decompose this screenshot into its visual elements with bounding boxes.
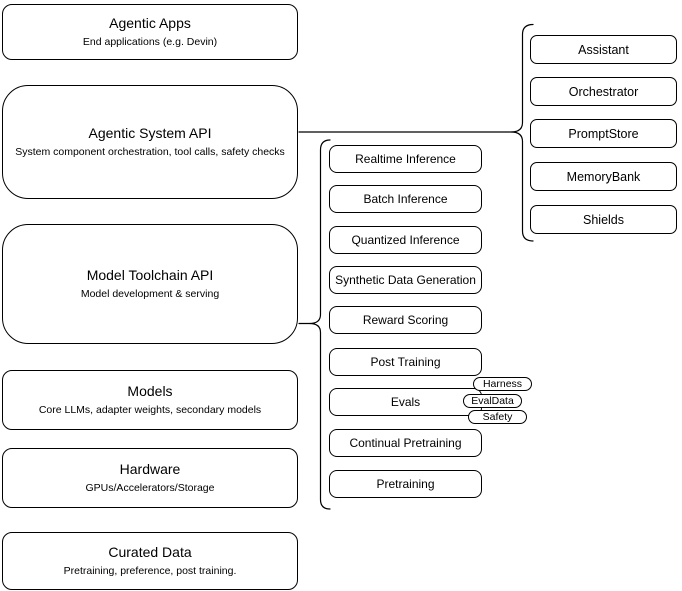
box-title: Agentic System API — [88, 125, 212, 142]
box-label: Continual Pretraining — [349, 436, 462, 450]
box-title: Agentic Apps — [109, 15, 191, 32]
box-label: Reward Scoring — [362, 313, 449, 327]
box-title: Hardware — [119, 461, 181, 478]
box-label: Post Training — [370, 355, 441, 369]
box-hardware: Hardware GPUs/Accelerators/Storage — [2, 448, 298, 508]
system-api-curly-bracket — [510, 23, 534, 242]
box-post-training: Post Training — [329, 348, 482, 376]
box-subtitle: System component orchestration, tool cal… — [15, 146, 285, 159]
box-title: Model Toolchain API — [86, 267, 214, 284]
box-title: Models — [127, 383, 173, 400]
box-continual-pretraining: Continual Pretraining — [329, 429, 482, 457]
box-label: Assistant — [578, 42, 629, 57]
box-label: Realtime Inference — [355, 152, 456, 166]
pill-safety: Safety — [468, 410, 527, 424]
box-promptstore: PromptStore — [530, 119, 677, 148]
box-title: Curated Data — [108, 544, 192, 561]
box-assistant: Assistant — [530, 35, 677, 64]
box-subtitle: GPUs/Accelerators/Storage — [85, 482, 215, 495]
box-label: Shields — [583, 212, 624, 227]
pill-evaldata: EvalData — [463, 394, 522, 408]
box-pretraining: Pretraining — [329, 470, 482, 498]
box-label: Quantized Inference — [351, 233, 460, 247]
box-realtime-inference: Realtime Inference — [329, 145, 482, 173]
box-subtitle: Model development & serving — [80, 288, 220, 301]
box-evals: Evals — [329, 388, 482, 416]
box-model-toolchain-api: Model Toolchain API Model development & … — [2, 224, 298, 344]
box-agentic-system-api: Agentic System API System component orch… — [2, 85, 298, 199]
box-orchestrator: Orchestrator — [530, 77, 677, 106]
box-quantized-inference: Quantized Inference — [329, 226, 482, 254]
box-memorybank: MemoryBank — [530, 162, 677, 191]
pill-harness: Harness — [473, 377, 532, 391]
pill-label: Safety — [482, 411, 513, 423]
box-shields: Shields — [530, 205, 677, 234]
box-label: Synthetic Data Generation — [335, 273, 476, 287]
box-subtitle: Pretraining, preference, post training. — [63, 565, 237, 578]
box-label: Evals — [390, 395, 421, 409]
box-label: Batch Inference — [363, 192, 448, 206]
box-models: Models Core LLMs, adapter weights, secon… — [2, 370, 298, 430]
box-label: Pretraining — [376, 477, 435, 491]
box-batch-inference: Batch Inference — [329, 185, 482, 213]
pill-label: Harness — [482, 378, 523, 390]
box-reward-scoring: Reward Scoring — [329, 306, 482, 334]
box-label: PromptStore — [568, 126, 639, 141]
box-label: MemoryBank — [566, 169, 641, 184]
box-subtitle: Core LLMs, adapter weights, secondary mo… — [38, 404, 262, 417]
toolchain-curly-bracket — [309, 139, 331, 510]
box-curated-data: Curated Data Pretraining, preference, po… — [2, 532, 298, 590]
box-subtitle: End applications (e.g. Devin) — [82, 36, 218, 49]
box-label: Orchestrator — [568, 84, 639, 99]
box-agentic-apps: Agentic Apps End applications (e.g. Devi… — [2, 4, 298, 60]
pill-label: EvalData — [471, 395, 514, 407]
box-synthetic-data-generation: Synthetic Data Generation — [329, 266, 482, 294]
